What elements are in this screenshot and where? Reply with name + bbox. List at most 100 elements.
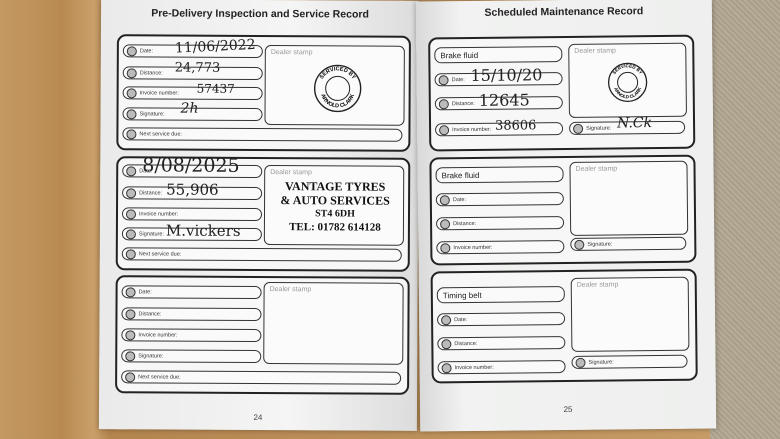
bullet-icon (126, 187, 137, 198)
signature-field: Signature: (570, 236, 687, 251)
item-title-text: Brake fluid (440, 50, 479, 60)
bullet-icon (126, 128, 137, 139)
distance-label: Distance: (139, 69, 163, 76)
vantage-stamp-line4: TEL: 01782 614128 (289, 221, 381, 234)
distance-field: Distance: (121, 307, 262, 322)
item-title: Brake fluid (434, 46, 563, 64)
bullet-icon (438, 74, 449, 85)
bullet-icon (125, 308, 136, 319)
invoice-field: Invoice number: (121, 207, 263, 222)
distance-label: Distance: (454, 340, 478, 347)
bullet-icon (574, 239, 585, 250)
signature-label: Signature: (138, 230, 164, 238)
signature-field: Signature: (571, 354, 688, 369)
next-service-field: Next service due: (122, 127, 403, 142)
invoice-label: Invoice number: (454, 364, 494, 371)
vantage-stamp-line3: ST4 6DH (315, 208, 355, 220)
arnold-clark-stamp: SERVICED BY ARNOLD CLARK (313, 64, 362, 113)
bullet-icon (441, 362, 452, 373)
svg-text:SERVICED BY: SERVICED BY (319, 66, 357, 81)
carpet-background (710, 0, 780, 439)
invoice-field: Invoice number: (437, 360, 566, 375)
bullet-icon (126, 108, 137, 119)
dealer-stamp-box: Dealer stamp (570, 276, 690, 352)
bullet-icon (439, 124, 450, 135)
handwritten-invoice: 57437 (196, 81, 235, 96)
maintenance-card-3: Timing belt Date: Distance: Invoice numb… (430, 268, 698, 384)
item-title-text: Timing belt (442, 290, 482, 300)
distance-field: Distance: (437, 336, 566, 351)
bullet-icon (126, 87, 137, 98)
signature-label: Signature: (588, 359, 614, 366)
right-page-title: Scheduled Maintenance Record (484, 5, 644, 19)
service-record-3: Date: Distance: Invoice number: Signatur… (115, 275, 410, 395)
invoice-label: Invoice number: (139, 89, 179, 97)
service-record-1: Date: Distance: Invoice number: Signatur… (116, 34, 411, 152)
stamp-top-text: SERVICED BY (611, 63, 643, 75)
bullet-icon (125, 329, 136, 340)
invoice-label: Invoice number: (452, 126, 492, 133)
invoice-field: Invoice number: (436, 240, 565, 255)
handwritten-signature: N.Ck (616, 115, 653, 132)
signature-label: Signature: (138, 352, 164, 360)
next-service-label: Next service due: (138, 373, 181, 381)
invoice-label: Invoice number: (138, 331, 178, 339)
dealer-stamp-box: Dealer stamp SERVICED BY ARNOLD CLARK (264, 45, 405, 126)
handwritten-signature: 2h (180, 100, 199, 117)
dealer-stamp-box: Dealer stamp SERVICED BY ARNOLD CLARK (568, 42, 687, 118)
invoice-field: Invoice number: (121, 328, 262, 343)
svg-text:SERVICED BY: SERVICED BY (611, 63, 643, 75)
bullet-icon (126, 45, 137, 56)
arnold-clark-stamp: SERVICED BY ARNOLD CLARK (607, 62, 648, 102)
dealer-stamp-box: Dealer stamp (263, 282, 404, 365)
date-label: Date: (139, 47, 154, 54)
date-label: Date: (452, 196, 467, 203)
invoice-label: Invoice number: (453, 244, 493, 251)
signature-field: Signature: (121, 349, 262, 364)
dealer-stamp-label: Dealer stamp (269, 286, 312, 294)
dealer-stamp-box: Dealer stamp VANTAGE TYRES & AUTO SERVIC… (263, 165, 405, 246)
dealer-stamp-box: Dealer stamp (569, 160, 689, 236)
vantage-stamp-line1: VANTAGE TYRES (284, 179, 386, 194)
left-page: Pre-Delivery Inspection and Service Reco… (98, 0, 420, 431)
bullet-icon (126, 67, 137, 78)
date-label: Date: (451, 76, 465, 83)
bullet-icon (575, 357, 586, 368)
item-title: Brake fluid (435, 166, 564, 184)
signature-label: Signature: (586, 125, 612, 132)
bullet-icon (440, 218, 451, 229)
maintenance-card-2: Brake fluid Date: Distance: Invoice numb… (429, 154, 697, 266)
distance-label: Distance: (451, 100, 475, 107)
service-record-2: Date: Distance: Invoice number: Signatur… (115, 154, 411, 272)
signature-label: Signature: (139, 110, 165, 118)
bullet-icon (125, 371, 136, 382)
bullet-icon (438, 98, 449, 109)
bullet-icon (441, 314, 452, 325)
next-service-field: Next service due: (121, 370, 402, 385)
bullet-icon (125, 208, 137, 219)
handwritten-date: 8/08/2025 (142, 154, 240, 177)
next-service-field: Next service due: (121, 247, 402, 262)
distance-label: Distance: (453, 220, 477, 227)
dealer-stamp-label: Dealer stamp (575, 165, 618, 173)
signature-label: Signature: (587, 241, 613, 248)
date-field: Date: (437, 312, 566, 327)
distance-field: Distance: (436, 216, 565, 231)
dealer-stamp-label: Dealer stamp (574, 47, 616, 55)
handwritten-distance: 12645 (478, 90, 530, 110)
handwritten-distance: 24,773 (174, 60, 221, 76)
handwritten-date: 15/10/20 (470, 65, 543, 85)
bullet-icon (125, 286, 136, 297)
invoice-field: Invoice number: (122, 86, 263, 101)
left-page-title: Pre-Delivery Inspection and Service Reco… (151, 7, 369, 21)
bullet-icon (441, 338, 452, 349)
date-label: Date: (138, 288, 152, 295)
handwritten-distance: 55,906 (166, 180, 219, 199)
bullet-icon (125, 248, 136, 259)
dealer-stamp-label: Dealer stamp (270, 169, 312, 177)
distance-label: Distance: (139, 189, 163, 196)
vantage-stamp-line2: & AUTO SERVICES (280, 193, 390, 208)
date-field: Date: (121, 285, 262, 300)
bullet-icon (126, 165, 137, 176)
next-service-label: Next service due: (139, 130, 182, 138)
